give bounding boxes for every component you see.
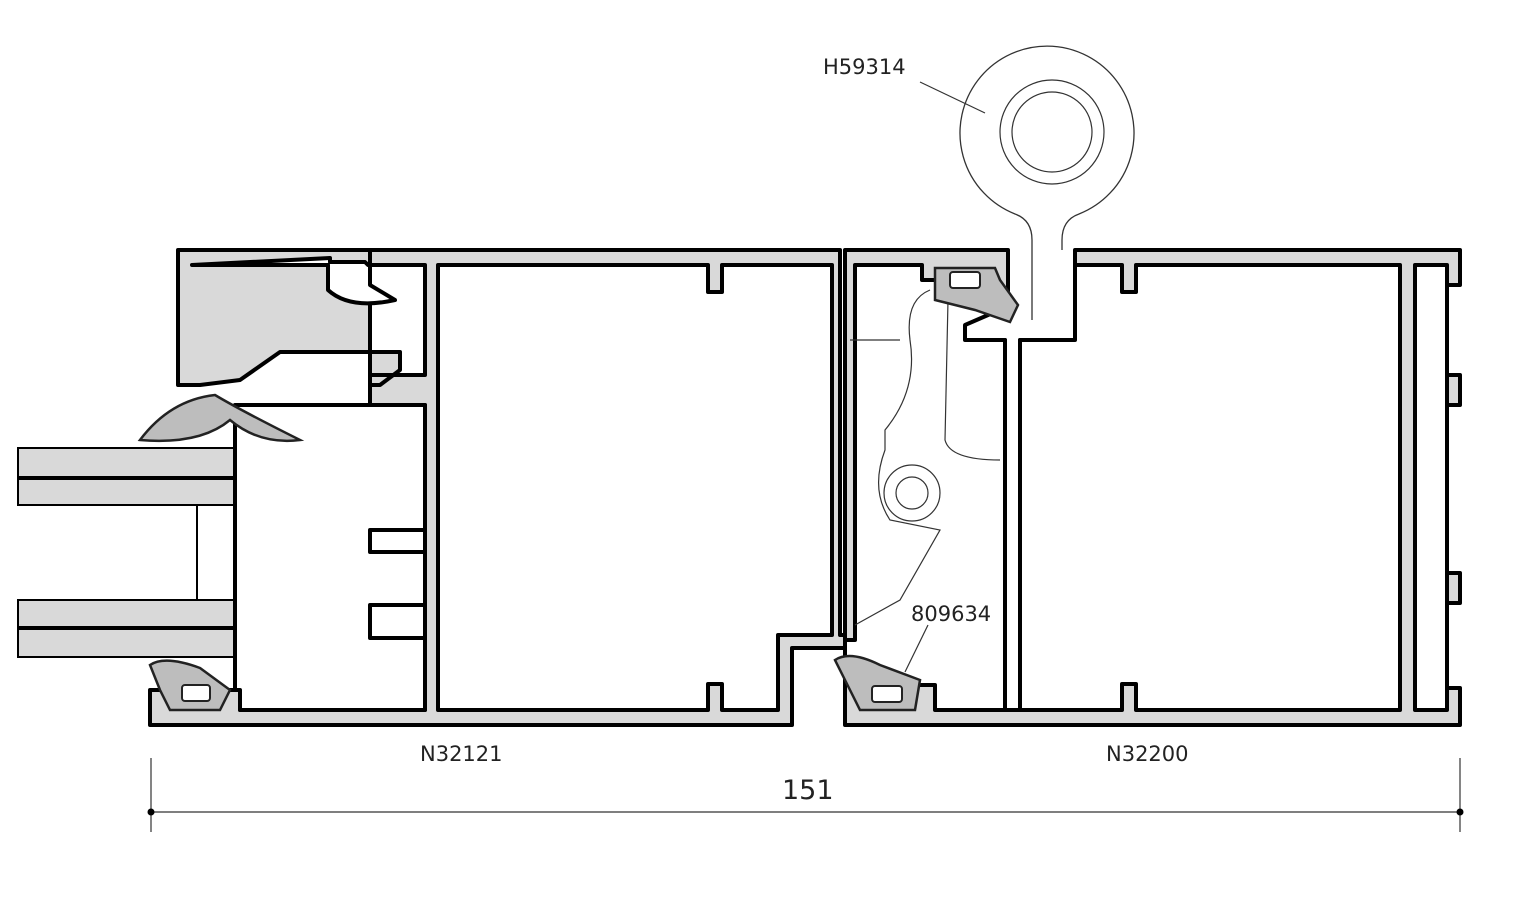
frame-profile-label: N32121 — [420, 742, 503, 766]
sash-profile-label: N32200 — [1106, 742, 1189, 766]
809634-leader-line — [904, 624, 929, 673]
hinge-pin-h59314 — [919, 45, 1135, 320]
frame-profile-n32121 — [148, 248, 890, 727]
dimension-value: 151 — [782, 775, 834, 806]
gaskets — [137, 266, 1020, 712]
overall-dimension — [147, 758, 1464, 832]
hinge-pin-label: H59314 — [823, 55, 906, 79]
h59314-leader-line — [919, 81, 986, 114]
sash-profile-n32200 — [843, 248, 1462, 727]
gasket-label: 809634 — [911, 602, 991, 626]
